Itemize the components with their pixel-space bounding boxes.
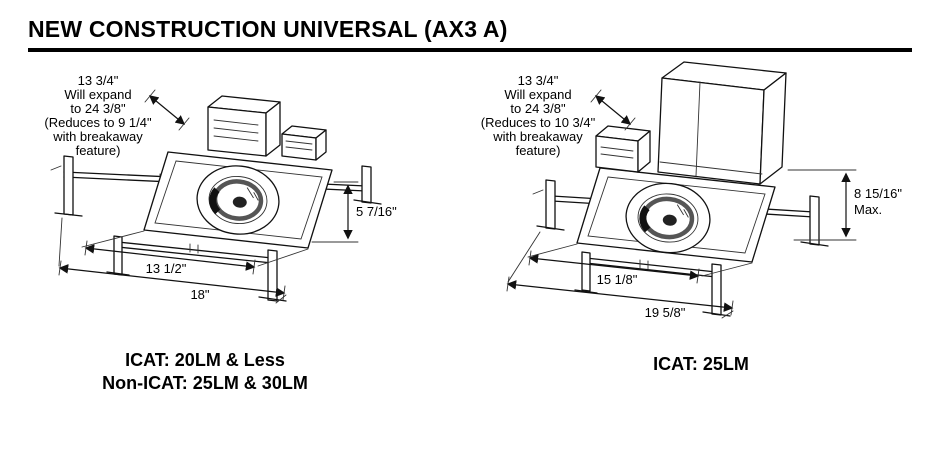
note-line: to 24 3/8" [510,100,566,116]
right-junction-box [595,125,651,173]
right-outer-width-dimension-label: 19 5/8" [644,305,686,320]
note-line: Will expand [504,86,572,102]
note-line: 13 3/4" [517,73,559,88]
right-outer-width-dimension-arrow [506,280,734,312]
right-lamp-socket [662,214,677,226]
right-rear-bar-left-bracket [532,179,565,231]
note-line: with breakaway [493,128,583,144]
note-line: feature) [515,142,561,158]
left-caption: ICAT: 20LM & Less Non-ICAT: 25LM & 30LM [55,349,355,396]
right-caption: ICAT: 25LM [556,353,846,376]
note-line: with breakaway [53,128,143,144]
left-outer-width-dimension-label: 18" [190,287,210,302]
left-height-dimension-label: 5 7/16" [356,204,397,219]
right-height-dimension-label: 8 15/16" [854,186,902,201]
left-inner-width-dimension-label: 13 1/2" [145,261,187,276]
left-inner-width-dimension-arrow [84,244,256,271]
right-rear-bar-right-bracket [800,195,829,247]
left-caption-line-1: ICAT: 20LM & Less [125,350,285,370]
left-junction-box [207,95,281,157]
note-line: 13 3/4" [77,73,119,88]
left-expand-note: 13 3/4" Will expand to 24 3/8" (Reduces … [20,74,176,157]
right-height-dimension-qualifier: Max. [854,202,883,217]
left-caption-line-2: Non-ICAT: 25LM & 30LM [102,373,308,394]
page-title: NEW CONSTRUCTION UNIVERSAL (AX3 A) [28,16,508,42]
left-rear-bar-left-bracket [50,155,83,217]
left-rear-bar-right-bracket [353,165,382,205]
left-aperture [196,165,280,235]
right-inner-width-dimension-label: 15 1/8" [596,272,638,287]
note-line: (Reduces to 10 3/4" [480,114,596,130]
left-driver-box [281,125,327,161]
note-line: (Reduces to 9 1/4" [44,114,152,130]
right-expand-arrow [594,95,632,125]
right-aperture [625,182,711,254]
title-rule [28,48,912,52]
right-housing-can [657,61,787,185]
right-dimension-lines [506,89,857,319]
note-line: feature) [75,142,121,158]
note-line: to 24 3/8" [70,100,126,116]
left-lamp-socket [232,196,247,208]
right-caption-line-1: ICAT: 25LM [653,354,749,374]
left-outer-width-dimension-arrow [58,264,286,297]
left-dimension-lines [58,89,359,304]
right-inner-width-dimension-arrow [528,254,700,280]
right-fixture-drawing [506,61,857,319]
left-fixture-drawing [50,89,382,304]
right-expand-note: 13 3/4" Will expand to 24 3/8" (Reduces … [460,74,616,157]
note-line: Will expand [64,86,132,102]
left-expand-arrow [148,95,186,125]
